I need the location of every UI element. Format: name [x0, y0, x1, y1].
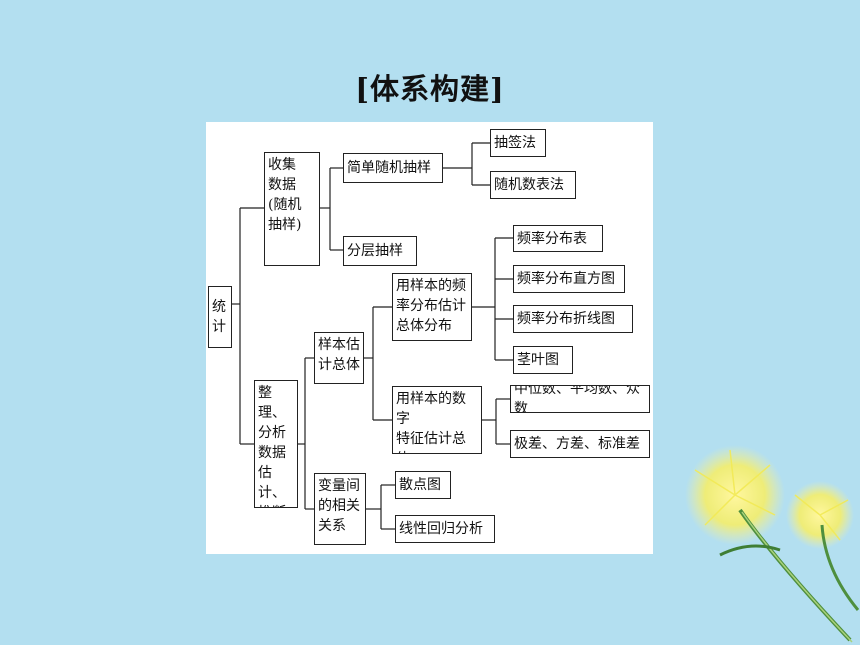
node-xianxing-huigui: 线性回归分析: [395, 515, 495, 543]
node-zhongweishu: 中位数、平均数、众数: [510, 385, 650, 413]
dandelion-decoration-icon: [685, 445, 860, 643]
node-pinlv-fenbu-zhexiantu: 频率分布折线图: [513, 305, 633, 333]
connector-lines: [232, 142, 513, 530]
node-sandiantu: 散点图: [395, 471, 451, 499]
node-tongji: 统 计: [208, 286, 232, 348]
node-jicha-fangcha: 极差、方差、标准差: [510, 430, 650, 458]
node-shouji-shuju: 收集 数据 (随机 抽样): [264, 152, 320, 266]
node-jingyetu: 茎叶图: [513, 346, 573, 374]
node-zhengli-fenxi: 整理、 分析 数据 估计、 推断: [254, 380, 298, 508]
page-title: [体系构建]: [355, 72, 505, 106]
node-bianliang-xiangguan: 变量间 的相关 关系: [314, 473, 366, 545]
knowledge-structure-diagram: 统 计 收集 数据 (随机 抽样) 整理、 分析 数据 估计、 推断 简单随机抽…: [206, 122, 653, 554]
node-jiandan-suiji-chouyang: 简单随机抽样: [343, 153, 443, 183]
node-pinlv-fenbu-biao: 频率分布表: [513, 225, 603, 252]
node-suijishubiaofa: 随机数表法: [490, 171, 576, 199]
node-pinlv-fenbu-guji: 用样本的频 率分布估计 总体分布: [392, 273, 472, 341]
node-fenceng-chouyang: 分层抽样: [343, 236, 417, 266]
node-yangben-guji-zongti: 样本估 计总体: [314, 332, 364, 384]
node-pinlv-fenbu-zhifangtu: 频率分布直方图: [513, 265, 625, 293]
node-chouqianfa: 抽签法: [490, 129, 546, 157]
